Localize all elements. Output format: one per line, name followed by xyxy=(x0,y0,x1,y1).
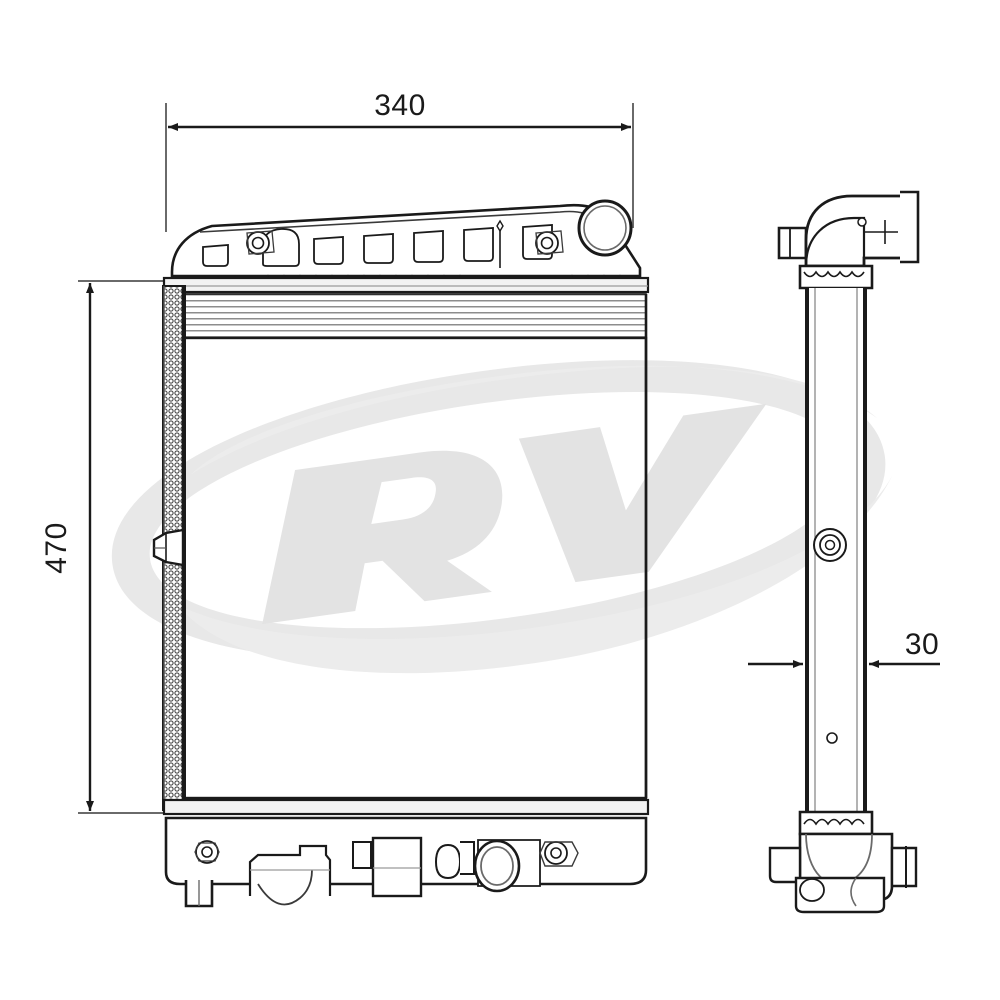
lower-lobe-bore xyxy=(799,878,825,902)
drain-port xyxy=(184,880,214,908)
elbow-left-stub xyxy=(777,226,808,260)
core-upper-stripe-band xyxy=(177,293,647,339)
lower-right-stub xyxy=(890,846,918,888)
vertical-body xyxy=(805,288,867,812)
bottom-tank xyxy=(162,798,650,908)
dimension-width-340: 340 xyxy=(165,89,634,232)
front-view: 340 470 xyxy=(40,89,650,908)
lower-tank-fitting xyxy=(768,832,918,914)
bottom-mount-pocket xyxy=(248,844,332,906)
bottom-boss-right xyxy=(539,841,579,867)
lower-neck-collar xyxy=(798,810,874,836)
lower-left-stub xyxy=(768,846,802,884)
dimension-label-thickness: 30 xyxy=(905,628,939,661)
dimension-label-width: 340 xyxy=(374,89,426,122)
top-tank xyxy=(170,199,642,282)
bottom-header-plate xyxy=(162,798,650,816)
header-plate xyxy=(162,276,650,294)
watermark-rv-logo xyxy=(111,360,893,674)
side-upper-boss xyxy=(813,528,847,562)
elbow-inner-arc xyxy=(804,216,866,267)
top-tank-ribs xyxy=(202,224,553,267)
filler-neck xyxy=(577,199,633,257)
top-tank-center-pin xyxy=(496,219,504,268)
elbow-right-flange xyxy=(900,190,920,264)
upper-neck-collar xyxy=(798,264,874,290)
side-lower-boss xyxy=(826,732,838,744)
header-plate-body xyxy=(162,276,650,294)
elbow-body xyxy=(804,194,910,268)
lower-outlet-port xyxy=(473,839,541,893)
upper-elbow-outlet xyxy=(777,190,920,268)
top-tank-boss-left xyxy=(246,230,275,255)
dimension-thickness-30: 30 xyxy=(748,628,940,668)
side-view: 30 xyxy=(748,190,940,914)
dimension-label-height: 470 xyxy=(40,522,73,574)
side-bracket xyxy=(152,528,185,567)
bottom-small-lug xyxy=(434,841,475,880)
top-tank-boss-right xyxy=(535,230,564,255)
bottom-boss-left xyxy=(194,840,220,864)
bottom-center-block xyxy=(352,836,423,898)
